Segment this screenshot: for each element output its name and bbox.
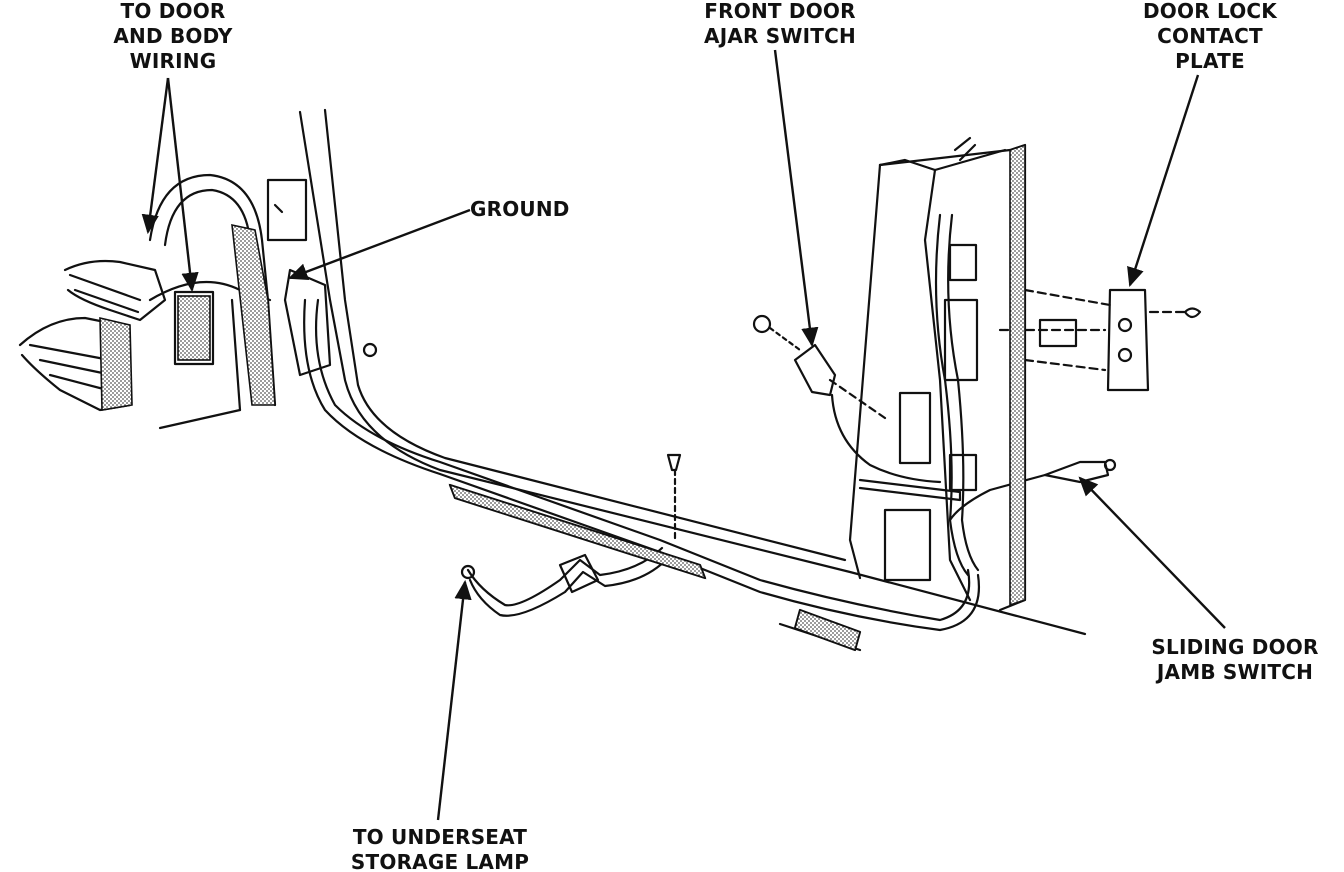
c-pillar-fold bbox=[953, 136, 977, 162]
c-pillar-rib bbox=[858, 478, 962, 502]
contact-screw bbox=[1183, 307, 1202, 319]
lamp-branch-2 bbox=[468, 556, 670, 617]
leader-ground bbox=[287, 208, 471, 280]
ajar-switch-pin bbox=[828, 378, 887, 420]
connector-tone bbox=[99, 316, 133, 411]
sill-harness-2 bbox=[303, 298, 980, 632]
leader-door-body-1 bbox=[141, 77, 170, 235]
c-pillar-top bbox=[878, 148, 1007, 172]
c-pillar-inner-edge bbox=[923, 168, 972, 602]
label-sliding-door-jamb-line-2: JAMB SWITCH bbox=[1156, 660, 1314, 684]
left-loop-harness bbox=[148, 173, 277, 407]
label-front-door-ajar: FRONT DOOR AJAR SWITCH bbox=[690, 0, 870, 49]
door-opening-inner bbox=[323, 108, 847, 562]
floor-left-line bbox=[158, 408, 242, 430]
sill-plate-tone bbox=[448, 483, 707, 580]
jamb-switch-wire bbox=[948, 473, 1047, 522]
leader-door-lock bbox=[1127, 74, 1200, 288]
c-pillar-block bbox=[943, 298, 979, 382]
leader-lines bbox=[141, 49, 1226, 821]
jamb-switch-body bbox=[1043, 460, 1110, 484]
label-door-lock-contact-line-1: DOOR LOCK bbox=[1143, 0, 1277, 23]
sill-screw bbox=[666, 453, 682, 472]
b-pillar-bracket bbox=[266, 178, 308, 242]
label-door-body-wiring-line-3: WIRING bbox=[129, 49, 217, 73]
lamp-plug bbox=[558, 553, 600, 594]
leader-front-ajar bbox=[773, 49, 819, 348]
c-pillar-front bbox=[848, 163, 882, 580]
ground-strap bbox=[283, 268, 332, 377]
b-pillar-tone bbox=[231, 223, 276, 406]
label-door-body-wiring-line-1: TO DOOR bbox=[120, 0, 226, 23]
contact-align-lines bbox=[998, 288, 1187, 372]
label-underseat-lamp: TO UNDERSEAT STORAGE LAMP bbox=[340, 825, 540, 872]
label-door-body-wiring-line-2: AND BODY bbox=[113, 24, 233, 48]
b-pillar-left-edge bbox=[230, 298, 242, 412]
c-pillar-slot-1 bbox=[898, 391, 932, 465]
ajar-switch-body bbox=[793, 343, 837, 397]
label-ground: GROUND bbox=[470, 197, 580, 222]
label-sliding-door-jamb: SLIDING DOOR JAMB SWITCH bbox=[1140, 635, 1330, 685]
sill-harness-1 bbox=[314, 298, 971, 622]
connector-left-top bbox=[63, 259, 167, 322]
label-sliding-door-jamb-line-1: SLIDING DOOR bbox=[1151, 635, 1319, 659]
lamp-connector bbox=[460, 564, 476, 580]
label-underseat-lamp-line-2: STORAGE LAMP bbox=[350, 850, 530, 872]
left-loop-harness-inner bbox=[163, 188, 257, 302]
lamp-branch bbox=[466, 546, 664, 607]
sill-cover-tone bbox=[794, 608, 861, 652]
left-plug-tone bbox=[177, 295, 211, 361]
c-pillar-tone bbox=[1009, 143, 1026, 607]
c-pillar-slot-2 bbox=[883, 508, 932, 582]
ajar-screw-path bbox=[768, 326, 802, 352]
label-door-lock-contact: DOOR LOCK CONTACT PLATE bbox=[1130, 0, 1290, 74]
c-pillar-harness-2 bbox=[947, 213, 980, 572]
leader-underseat bbox=[436, 579, 472, 821]
leader-door-body-2 bbox=[166, 77, 199, 293]
contact-plate bbox=[1106, 288, 1150, 392]
contact-plate-hole-2 bbox=[1117, 347, 1133, 363]
label-front-door-ajar-line-1: FRONT DOOR bbox=[704, 0, 856, 23]
contact-plate-hole-1 bbox=[1117, 317, 1133, 333]
ajar-wire bbox=[830, 393, 942, 484]
label-ground-line-1: GROUND bbox=[470, 197, 570, 221]
label-door-body-wiring: TO DOOR AND BODY WIRING bbox=[98, 0, 248, 74]
c-pillar-bracket-1 bbox=[948, 243, 978, 282]
label-front-door-ajar-line-2: AJAR SWITCH bbox=[704, 24, 856, 48]
contact-connector bbox=[1038, 318, 1078, 348]
jamb-switch-tip bbox=[1103, 458, 1117, 472]
label-door-lock-contact-line-2: CONTACT bbox=[1157, 24, 1263, 48]
screen-tones bbox=[99, 143, 1026, 652]
door-opening-outer bbox=[298, 110, 1087, 636]
label-door-lock-contact-line-3: PLATE bbox=[1175, 49, 1245, 73]
b-pillar-notch bbox=[273, 203, 284, 214]
c-pillar-harness bbox=[934, 213, 970, 577]
label-underseat-lamp-line-1: TO UNDERSEAT bbox=[352, 825, 528, 849]
ajar-screw bbox=[752, 314, 772, 334]
leader-sliding-jamb bbox=[1078, 476, 1226, 629]
connector-left-strands bbox=[28, 273, 142, 394]
ground-bolt bbox=[362, 342, 378, 358]
